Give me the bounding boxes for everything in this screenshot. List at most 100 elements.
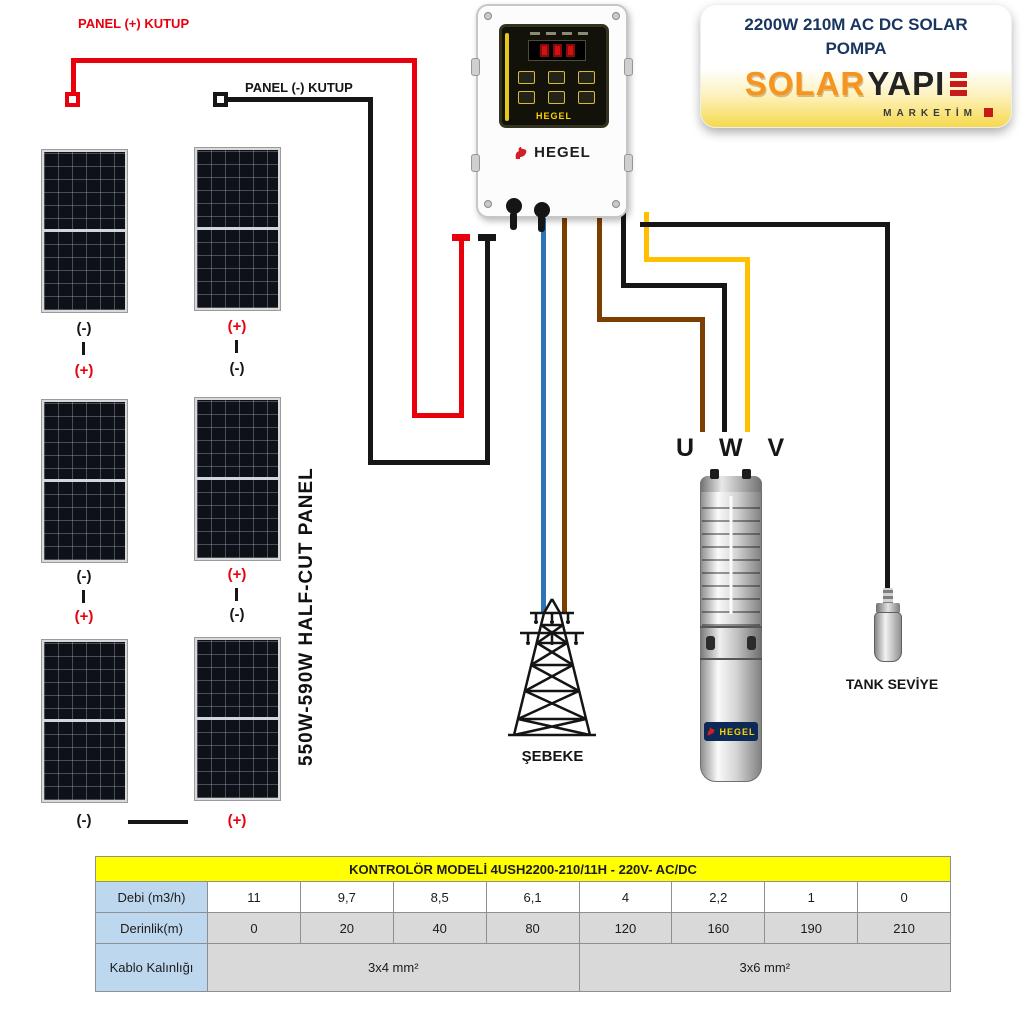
series-link <box>82 590 85 603</box>
controller-button <box>578 71 595 84</box>
screw-icon <box>484 12 492 20</box>
controller-button <box>578 91 595 104</box>
panel-plus-terminal <box>65 92 80 107</box>
cable-stub <box>538 214 545 232</box>
wire-brown-phase <box>597 212 602 322</box>
controller-brand: HEGEL <box>478 144 626 161</box>
rooster-icon <box>708 727 715 736</box>
series-link <box>235 340 238 353</box>
depth-cell: 40 <box>392 912 487 944</box>
table-row-flow: Debi (m3/h) 11 9,7 8,5 6,1 4 2,2 1 0 <box>95 881 951 913</box>
flow-cell: 1 <box>764 881 859 913</box>
wire-red-segment <box>459 240 464 418</box>
polarity-label: (-) <box>229 360 245 377</box>
screw-icon <box>484 200 492 208</box>
flow-cell: 0 <box>857 881 951 913</box>
pump-cable-entry-icon <box>710 469 719 479</box>
solar-panel <box>42 400 127 562</box>
wire-tank-level <box>885 222 890 594</box>
controller-button <box>518 71 535 84</box>
polarity-label: (-) <box>229 606 245 623</box>
controller-display <box>528 40 586 61</box>
depth-cell: 210 <box>857 912 951 944</box>
depth-cell: 80 <box>485 912 580 944</box>
wire-brown-grid <box>562 212 567 612</box>
controller-panel-brand: HEGEL <box>535 111 572 121</box>
yellow-stripe-icon <box>505 33 509 121</box>
brand-red-square <box>984 108 993 117</box>
cable-stub <box>510 212 517 230</box>
flow-cell: 8,5 <box>392 881 487 913</box>
brand-solar-text: SOLAR <box>744 65 866 102</box>
grid-label: ŞEBEKE <box>521 748 584 765</box>
polarity-label: (-) <box>76 568 92 585</box>
polarity-label: (+) <box>227 566 247 583</box>
flow-cell: 11 <box>207 881 301 913</box>
solar-panel <box>195 398 280 560</box>
bolt-icon <box>706 636 715 650</box>
series-link <box>235 588 238 601</box>
wire-yellow-phase <box>745 257 750 432</box>
wire-black-segment <box>227 97 373 102</box>
flow-cell: 2,2 <box>671 881 766 913</box>
depth-cell: 20 <box>299 912 394 944</box>
vent-icon <box>546 32 556 35</box>
flow-cell: 4 <box>578 881 673 913</box>
cable-cell-right: 3x6 mm² <box>578 943 951 992</box>
controller-front-panel: HEGEL <box>499 24 609 128</box>
wire-yellow-phase <box>644 257 750 262</box>
row-label-depth: Derinlik(m) <box>95 912 208 944</box>
wire-black-phase <box>621 283 727 288</box>
wire-red-end-cap <box>452 234 470 241</box>
wire-black-phase <box>722 283 727 432</box>
wire-brown-phase <box>700 317 705 432</box>
hinge-tab-icon <box>471 58 480 76</box>
depth-cell: 190 <box>764 912 859 944</box>
brand-subtitle: MARKETİM <box>883 108 977 119</box>
controller-brand-text: HEGEL <box>534 144 591 161</box>
wire-black-segment <box>368 97 373 465</box>
spec-table: KONTROLÖR MODELİ 4USH2200-210/11H - 220V… <box>95 856 951 992</box>
polarity-label: (+) <box>227 812 247 829</box>
controller-button <box>548 71 565 84</box>
solar-panel <box>195 638 280 800</box>
cable-cell-left: 3x4 mm² <box>207 943 580 992</box>
wire-black-segment <box>368 460 490 465</box>
table-title: KONTROLÖR MODELİ 4USH2200-210/11H - 220V… <box>95 856 951 882</box>
wire-red-segment <box>412 413 464 418</box>
wire-brown-phase <box>597 317 705 322</box>
pump-top-cap <box>700 476 762 492</box>
depth-cell: 120 <box>578 912 673 944</box>
submersible-pump: HEGEL <box>700 469 762 782</box>
wire-red-segment <box>71 58 417 63</box>
vent-icon <box>562 32 572 35</box>
pump-flange <box>700 626 762 660</box>
polarity-label: (+) <box>227 318 247 335</box>
panel-minus-label: PANEL (-) KUTUP <box>245 80 353 95</box>
wire-red-segment <box>71 58 76 96</box>
cable-gland-icon <box>506 198 522 214</box>
solar-panel <box>42 150 127 312</box>
panel-minus-terminal <box>213 92 228 107</box>
wire-blue-grid <box>541 212 546 612</box>
half-cut-panel-label: 550W-590W HALF-CUT PANEL <box>296 467 317 767</box>
phase-label: U W V <box>676 434 794 462</box>
wire-black-phase <box>621 212 626 288</box>
polarity-label: (-) <box>76 812 92 829</box>
brand-yapi-text: YAPI <box>867 65 946 102</box>
pump-cable-entry-icon <box>742 469 751 479</box>
hinge-tab-icon <box>624 58 633 76</box>
brand-bars-icon <box>950 72 968 96</box>
series-link <box>82 342 85 355</box>
table-title-row: KONTROLÖR MODELİ 4USH2200-210/11H - 220V… <box>95 856 951 882</box>
solar-panel <box>42 640 127 802</box>
vent-icon <box>578 32 588 35</box>
hinge-tab-icon <box>624 154 633 172</box>
wire-black-end-cap <box>478 234 496 241</box>
pump-controller: HEGEL HEGEL <box>471 4 633 232</box>
float-cap <box>876 603 900 613</box>
wire-black-segment <box>485 240 490 465</box>
flow-cell: 6,1 <box>485 881 580 913</box>
row-label-cable: Kablo Kalınlığı <box>95 943 208 992</box>
